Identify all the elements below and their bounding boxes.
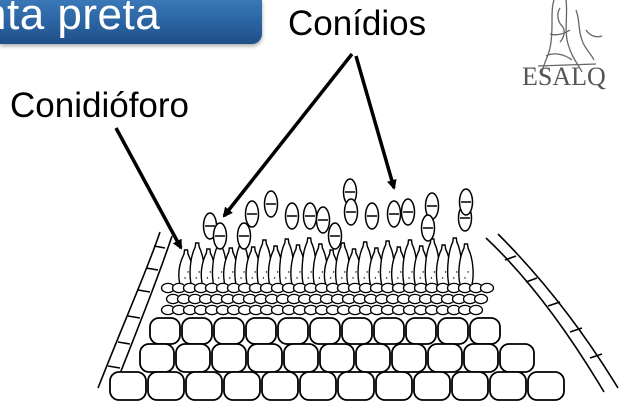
conidiophore-dot xyxy=(333,271,334,272)
conidiophore-dot xyxy=(252,277,253,278)
conidiophore-dot xyxy=(207,277,208,278)
host-cell xyxy=(300,372,336,400)
conidiophore-dot xyxy=(266,271,267,272)
conidiophore-dot xyxy=(400,271,401,272)
host-cell xyxy=(284,344,318,372)
conidiophore-dot xyxy=(232,271,233,272)
stroma-cell xyxy=(475,294,488,303)
conidiophore-dot xyxy=(288,271,289,272)
conidiophore-dot xyxy=(378,271,379,272)
host-cell xyxy=(414,372,450,400)
conidiophore-dot xyxy=(243,271,244,272)
host-cell xyxy=(224,372,260,400)
conidiophore-dot xyxy=(196,277,197,278)
conidiophore-dot xyxy=(218,277,219,278)
conidiophore-dot xyxy=(408,277,409,278)
host-cell xyxy=(500,344,534,372)
conidiophore-dot xyxy=(311,271,312,272)
conidiophore-dot xyxy=(240,277,241,278)
conidiophore-dot xyxy=(296,277,297,278)
conidiophore-dot xyxy=(341,277,342,278)
conidiophore-dot xyxy=(308,277,309,278)
host-cell xyxy=(186,372,222,400)
conidiophore-dot xyxy=(386,277,387,278)
host-cell xyxy=(338,372,374,400)
host-cell xyxy=(182,318,212,344)
host-cell xyxy=(374,318,404,344)
conidiophore-dot xyxy=(367,271,368,272)
stroma-small-cells xyxy=(162,283,494,314)
arrow-conidios-left xyxy=(224,54,352,216)
host-cell xyxy=(310,318,340,344)
conidiophore-dot xyxy=(274,277,275,278)
conidiophore-dot xyxy=(229,277,230,278)
conidiophore-dot xyxy=(210,271,211,272)
host-cell xyxy=(110,372,146,400)
host-cell xyxy=(438,318,468,344)
host-cell xyxy=(356,344,390,372)
conidiophore-dot xyxy=(389,271,390,272)
host-cell xyxy=(406,318,436,344)
conidiophore-dot xyxy=(364,277,365,278)
host-cell xyxy=(528,372,564,400)
host-cell xyxy=(342,318,372,344)
conidiophore-dot xyxy=(411,271,412,272)
conidiophore-dot xyxy=(445,271,446,272)
host-cell xyxy=(376,372,412,400)
conidiophore-dot xyxy=(322,271,323,272)
host-large-cells xyxy=(110,318,564,400)
stroma-cell xyxy=(481,283,494,292)
conidiophore-dot xyxy=(184,277,185,278)
conidiophore-dot xyxy=(344,271,345,272)
conidiophore-dot xyxy=(255,271,256,272)
conidiophore-dot xyxy=(375,277,376,278)
host-cell xyxy=(248,344,282,372)
host-cell xyxy=(392,344,426,372)
host-cell xyxy=(452,372,488,400)
stroma-cell xyxy=(470,305,483,314)
conidiophore-dot xyxy=(355,271,356,272)
conidiophore-dot xyxy=(456,271,457,272)
host-cell xyxy=(490,372,526,400)
host-cell xyxy=(470,318,500,344)
conidiophore-dot xyxy=(199,271,200,272)
conidiophore-dot xyxy=(423,271,424,272)
conidiophore-dot xyxy=(221,271,222,272)
conidiophore-dot xyxy=(263,277,264,278)
conidiophore-dot xyxy=(352,277,353,278)
host-cell xyxy=(320,344,354,372)
host-cell xyxy=(278,318,308,344)
host-cell xyxy=(150,318,180,344)
host-cell xyxy=(262,372,298,400)
arrow-conidioforo xyxy=(116,128,181,248)
host-cell xyxy=(246,318,276,344)
host-cell xyxy=(140,344,174,372)
conidiophore-dot xyxy=(467,271,468,272)
conidiophore-dot xyxy=(277,271,278,272)
conidiophore xyxy=(459,244,473,288)
host-cell xyxy=(428,344,462,372)
host-cell xyxy=(464,344,498,372)
conidiophore-dot xyxy=(420,277,421,278)
conidiophore-dot xyxy=(299,271,300,272)
conidiophore-dot xyxy=(319,277,320,278)
conidiophore-dot xyxy=(453,277,454,278)
host-cell xyxy=(214,318,244,344)
conidiophore-dot xyxy=(330,277,331,278)
conidiophore-dot xyxy=(431,277,432,278)
host-cell xyxy=(148,372,184,400)
conidiophore-dot xyxy=(434,271,435,272)
arrow-conidios-right xyxy=(356,56,394,188)
host-cell xyxy=(176,344,210,372)
conidiophore-dot xyxy=(464,277,465,278)
conidiophore-dot xyxy=(442,277,443,278)
conidiophore-dot xyxy=(187,271,188,272)
conidiophore-dot xyxy=(285,277,286,278)
host-cell xyxy=(212,344,246,372)
conidiophore-dot xyxy=(397,277,398,278)
